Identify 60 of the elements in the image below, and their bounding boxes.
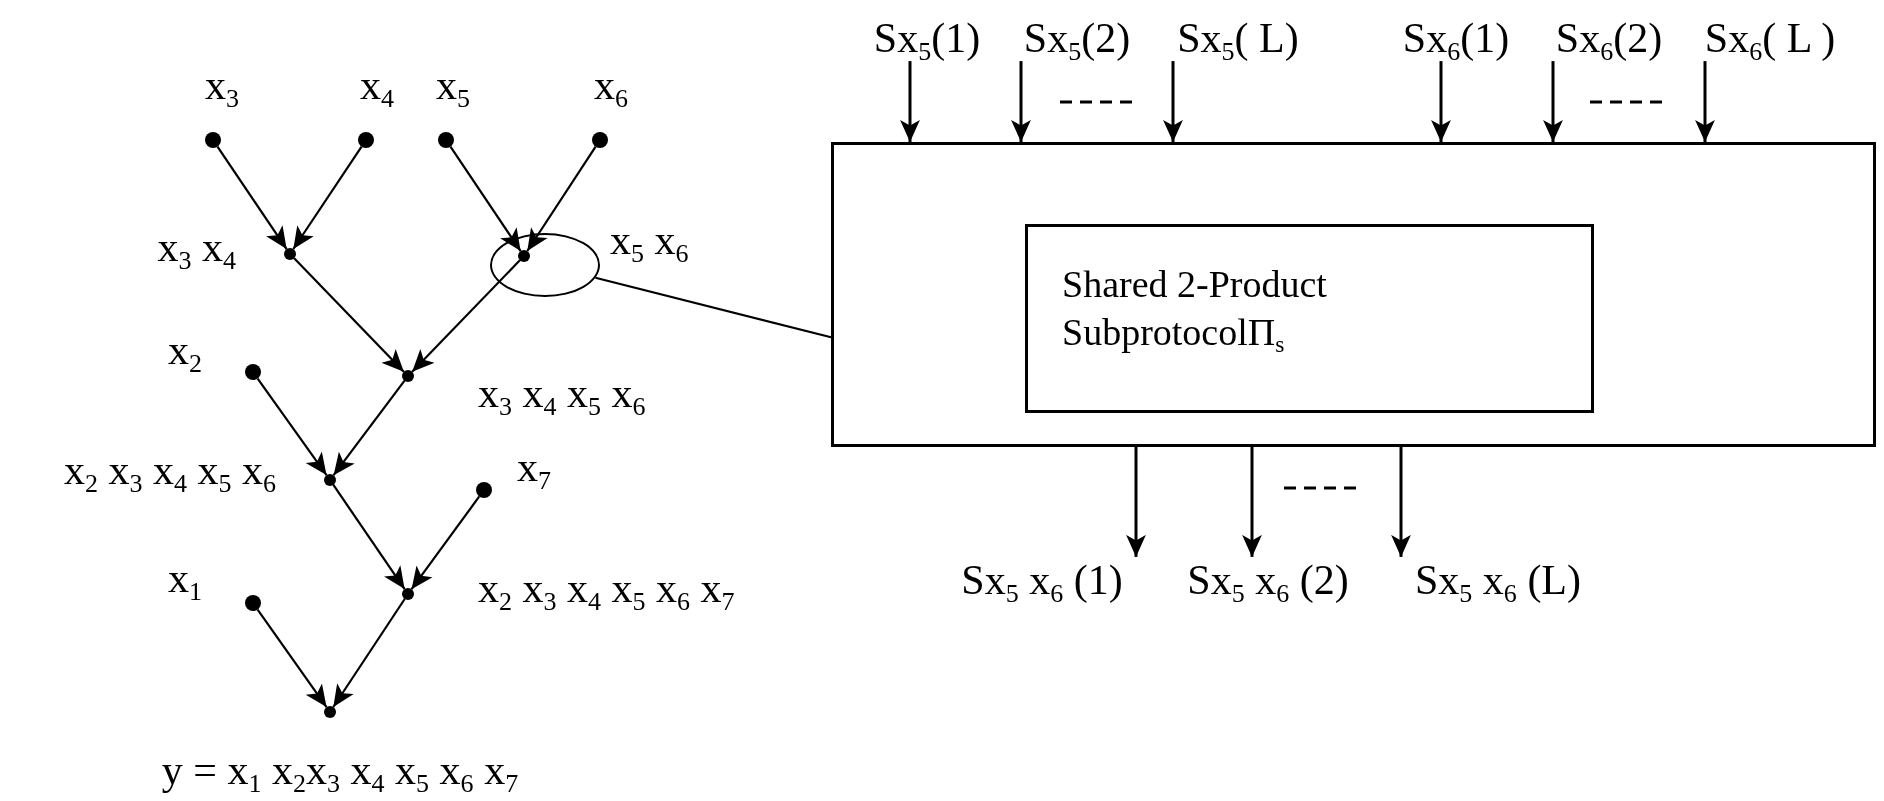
junction-dot: [324, 474, 336, 486]
leaf-dot: [592, 132, 608, 148]
arrow: [1163, 61, 1183, 142]
share-label: Sx$_{5}$(2): [1009, 14, 1145, 62]
variable-label: x$_{3}$ x$_{4}$: [157, 223, 236, 271]
variable-label: x$_{2}$ x$_{3}$ x$_{4}$ x$_{5}$ x$_{6}$ x$_{7}$: [478, 564, 735, 612]
arrow: [1126, 447, 1146, 557]
subprotocol-box: Shared 2-Product SubprotocolΠ$_{s}$: [1025, 224, 1594, 413]
variable-label: x$_{7}$: [517, 443, 551, 491]
junction-dot: [518, 250, 530, 262]
junction-dot: [402, 588, 414, 600]
arrow: [1431, 61, 1451, 142]
arrow: [449, 146, 522, 252]
leaf-dot: [245, 595, 261, 611]
variable-label: x$_{2}$ x$_{3}$ x$_{4}$ x$_{5}$ x$_{6}$: [63, 446, 276, 494]
junction-dot: [284, 248, 296, 260]
arrow: [256, 377, 328, 476]
arrow: [332, 484, 406, 590]
variable-label: x$_{1}$: [168, 554, 202, 602]
leaf-dot: [358, 132, 374, 148]
arrow: [1391, 447, 1411, 557]
variable-label: x$_{5}$ x$_{6}$: [610, 216, 689, 264]
leaf-dot: [476, 482, 492, 498]
arrow: [1242, 447, 1262, 557]
share-label: Sx$_{6}$(2): [1541, 14, 1677, 62]
protocol-box: [831, 142, 1876, 447]
arrow: [216, 146, 288, 250]
share-label: Sx$_{5}$ x$_{6}$ (1): [947, 556, 1137, 604]
arrow: [1695, 61, 1715, 142]
highlight-ellipse: [490, 233, 600, 297]
arrow: [292, 146, 363, 250]
arrow: [900, 61, 920, 142]
arrow: [332, 598, 406, 708]
arrow: [256, 608, 328, 708]
junction-dot: [402, 370, 414, 382]
share-label: Sx$_{5}$(1): [859, 14, 995, 62]
variable-label: x$_{4}$: [360, 61, 394, 109]
junction-dot: [324, 706, 336, 718]
share-label: Sx$_{5}$ x$_{6}$ (L): [1401, 556, 1595, 604]
arrow: [293, 257, 405, 373]
arrow: [411, 259, 521, 373]
share-label: Sx$_{5}$ x$_{6}$ (2): [1173, 556, 1363, 604]
variable-label: y = x$_{1}$ x$_{2}$x$_{3}$ x$_{4}$ x$_{5}$ x$_{6}$ x$_{7}$: [161, 746, 519, 794]
variable-label: x$_{3}$ x$_{4}$ x$_{5}$ x$_{6}$: [478, 369, 646, 417]
arrow: [410, 495, 481, 590]
share-label: Sx$_{5}$( L): [1163, 14, 1313, 62]
share-label: Sx$_{6}$( L ): [1690, 14, 1850, 62]
variable-label: x$_{2}$: [168, 326, 202, 374]
leaf-dot: [245, 364, 261, 380]
arrow: [526, 146, 597, 252]
share-label: Sx$_{6}$(1): [1388, 14, 1524, 62]
leader-line: [595, 276, 832, 339]
variable-label: x$_{6}$: [594, 61, 628, 109]
arrow: [1543, 61, 1563, 142]
arrow: [332, 380, 406, 476]
variable-label: x$_{3}$: [205, 61, 239, 109]
variable-label: x$_{5}$: [436, 61, 470, 109]
leaf-dot: [205, 132, 221, 148]
arrow: [1011, 61, 1031, 142]
leaf-dot: [438, 132, 454, 148]
